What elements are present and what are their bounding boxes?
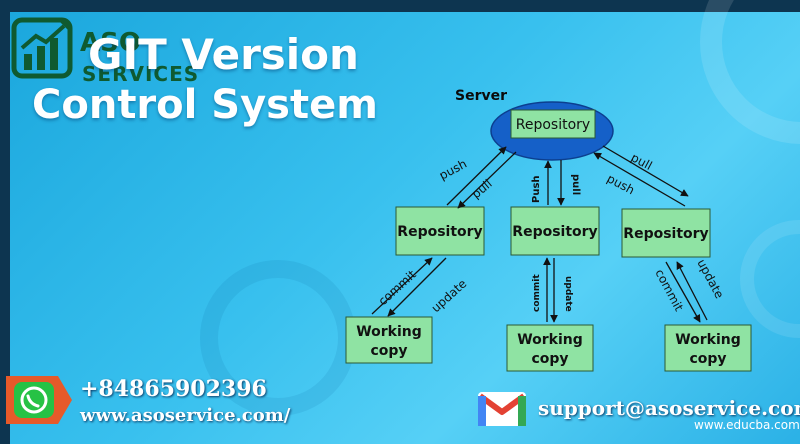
watermark-educba: www.educba.com bbox=[694, 418, 800, 432]
repository-box-right bbox=[621, 208, 711, 258]
repository-box-left bbox=[395, 206, 485, 256]
working-copy-label-left-2: copy bbox=[370, 343, 407, 359]
whatsapp-icon bbox=[6, 376, 72, 424]
arrow-left-update bbox=[387, 257, 447, 317]
repository-label-middle: Repository bbox=[512, 224, 597, 240]
support-email[interactable]: support@asoservice.com bbox=[538, 396, 800, 420]
arrow-right-pull bbox=[602, 145, 689, 197]
label-middle-pull: pull bbox=[570, 174, 581, 195]
arrow-right-push bbox=[593, 152, 686, 207]
label-middle-commit: commit bbox=[532, 274, 542, 312]
working-copy-box-middle bbox=[506, 324, 594, 372]
label-right-commit: commit bbox=[652, 267, 686, 314]
chart-logo-icon bbox=[11, 17, 73, 79]
working-copy-box-left bbox=[345, 316, 433, 364]
title-line-1: GIT Version bbox=[88, 30, 359, 79]
working-copy-label-middle-2: copy bbox=[531, 351, 568, 367]
working-copy-label-middle-1: Working bbox=[517, 332, 583, 348]
repository-box-middle bbox=[510, 206, 600, 256]
logo-text-services: SERVICES bbox=[82, 62, 200, 86]
title-line-2: Control System bbox=[32, 82, 378, 128]
arrow-right-commit bbox=[665, 261, 701, 323]
label-left-push: push bbox=[437, 157, 469, 183]
gmail-icon bbox=[478, 392, 526, 426]
repository-label-left: Repository bbox=[397, 224, 482, 240]
server-repository-label: Repository bbox=[516, 117, 590, 133]
arrow-left-commit bbox=[371, 257, 433, 315]
label-left-update: update bbox=[429, 277, 470, 316]
frame-top bbox=[0, 0, 800, 12]
server-repository-box bbox=[510, 109, 596, 139]
label-right-update: update bbox=[694, 257, 726, 301]
working-copy-label-right-2: copy bbox=[689, 351, 726, 367]
working-copy-label-left-1: Working bbox=[356, 324, 422, 340]
label-right-pull: pull bbox=[629, 150, 655, 173]
website-link[interactable]: www.asoservice.com/ bbox=[80, 405, 291, 426]
phone-number: +84865902396 bbox=[80, 376, 267, 402]
logo-text-aso: ASO bbox=[80, 28, 141, 58]
working-copy-box-right bbox=[664, 324, 752, 372]
repository-label-right: Repository bbox=[623, 226, 708, 242]
label-middle-update: update bbox=[563, 276, 573, 312]
label-left-commit: commit bbox=[376, 267, 419, 308]
arrow-right-update bbox=[676, 261, 708, 321]
label-middle-push: Push bbox=[531, 175, 542, 203]
arrow-left-pull bbox=[457, 151, 517, 209]
arrow-left-push bbox=[446, 146, 507, 206]
working-copy-label-right-1: Working bbox=[675, 332, 741, 348]
frame-left bbox=[0, 0, 10, 444]
server-label: Server bbox=[455, 88, 507, 104]
aso-logo: ASO SERVICES bbox=[10, 14, 198, 86]
